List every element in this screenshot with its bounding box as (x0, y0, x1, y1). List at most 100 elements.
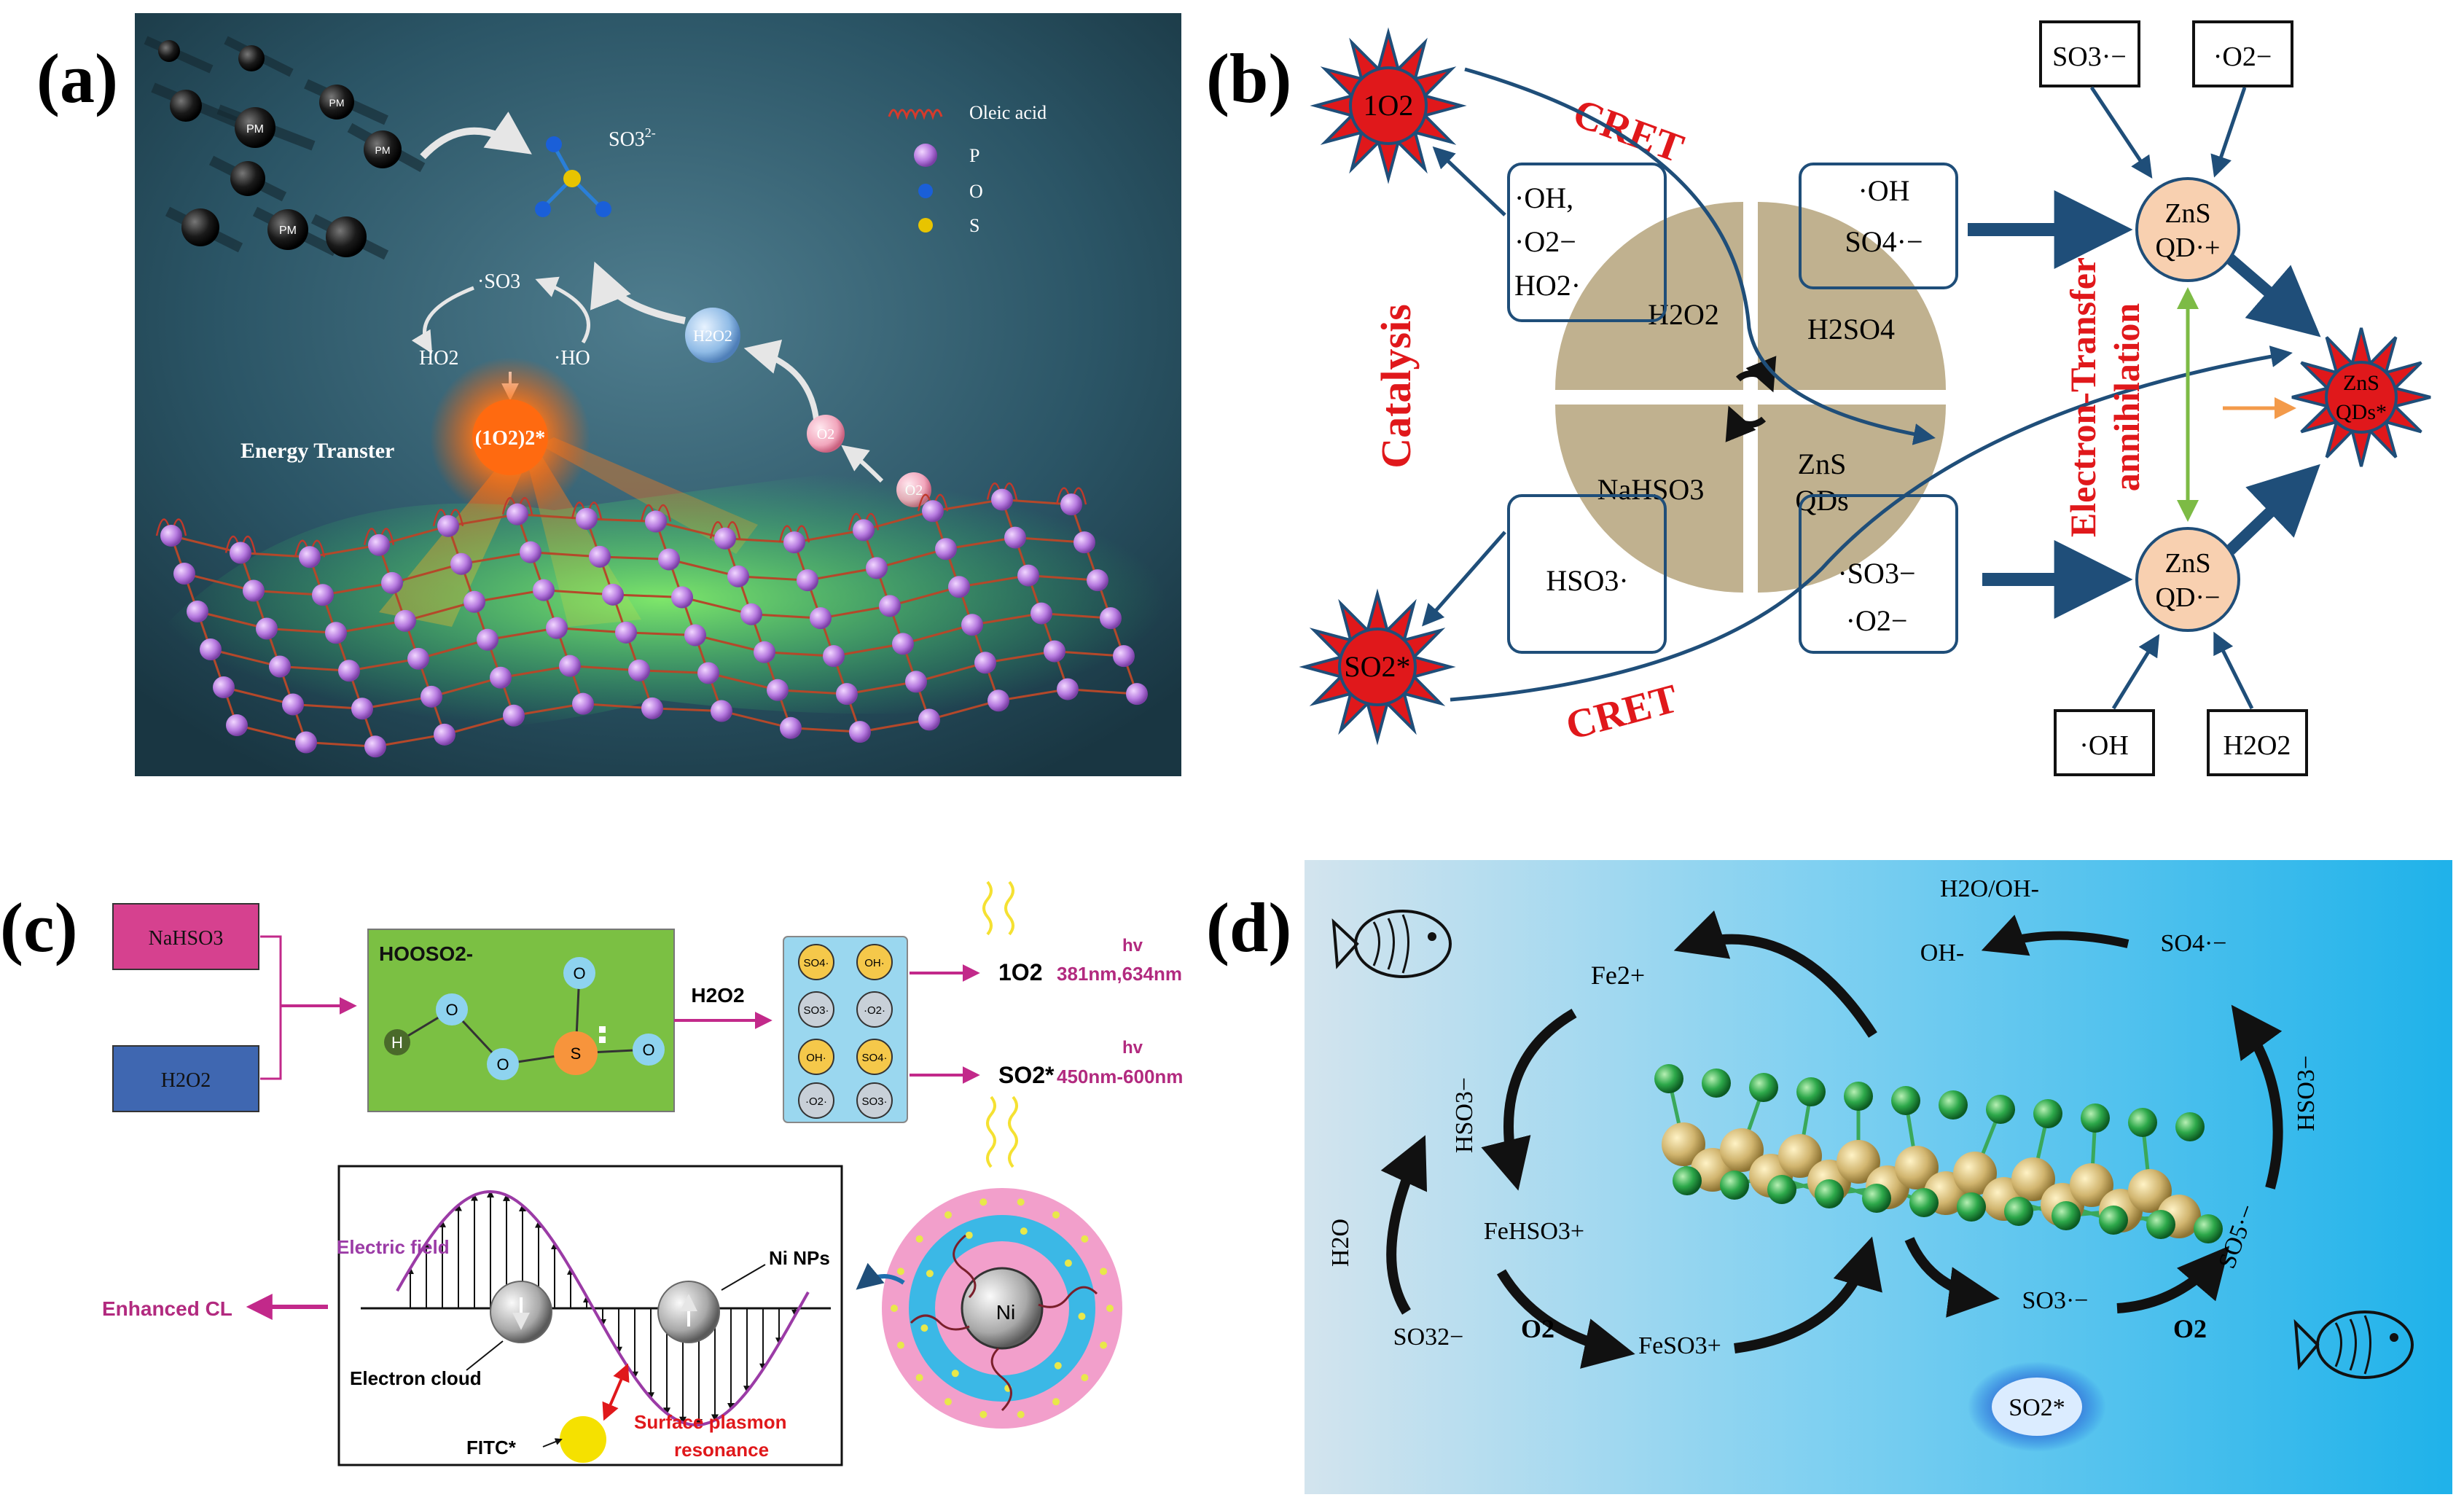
s-atom (1749, 1073, 1778, 1102)
star-qds-label: QDs* (2336, 400, 2387, 424)
box-o2-radical (2192, 20, 2293, 87)
o-atom (436, 993, 468, 1025)
p-atom (849, 721, 871, 743)
fluorophore-dot (1078, 1312, 1086, 1320)
fluorophore-dot (1106, 1305, 1114, 1312)
box-br (1799, 494, 1958, 654)
lattice-bond (378, 525, 449, 547)
lattice-bond (586, 517, 657, 523)
intermediate-label: HOOSO2- (379, 942, 473, 965)
p-atom (381, 571, 403, 594)
panel-b-label: (b) (1206, 39, 1291, 117)
star-1o2-label: 1O2 (1364, 89, 1414, 122)
d-h2o: H2O (1327, 1219, 1354, 1267)
lattice-bond (236, 724, 307, 743)
electric-field-label: Electric field (337, 1236, 450, 1258)
p-atom (853, 519, 875, 542)
p-atom (572, 692, 594, 715)
lattice-bond (513, 703, 584, 717)
p-atom (810, 607, 832, 630)
lattice-bond (612, 593, 683, 599)
p-atom (187, 601, 208, 622)
lattice-bond (556, 627, 627, 634)
thick-arrow-minus-to-star (2226, 464, 2320, 555)
h-atom (384, 1029, 410, 1055)
arrow-feso3-to-crystal (1734, 1236, 1882, 1353)
lattice-bond (889, 585, 960, 607)
svg-text:O: O (496, 1055, 509, 1074)
radical-bubble (798, 944, 834, 980)
p-atom-icon (914, 144, 937, 167)
cret-top-label: CRET (1568, 90, 1689, 171)
radical-label: SO3· (861, 1095, 887, 1108)
zns-qd-plus (2135, 177, 2240, 282)
energy-transfer-label: Energy Transter (240, 439, 394, 463)
radical-label: OH· (864, 957, 885, 969)
p-atom (740, 603, 762, 625)
s-atom (1673, 1166, 1702, 1195)
fluorophore-dot (920, 1324, 928, 1332)
box-to-so2-arrow (1422, 531, 1506, 627)
lattice-bond (738, 575, 808, 582)
s-atom (1702, 1069, 1731, 1098)
svg-text:O: O (573, 964, 585, 982)
singlet-oxygen-core (472, 399, 548, 475)
cycle-arrow-right (535, 276, 590, 344)
c-1o2-label: 1O2 (998, 959, 1042, 985)
p-atom (338, 660, 360, 682)
fluorophore-dot (1081, 1374, 1089, 1382)
star-so2-label: SO2* (1344, 650, 1410, 683)
p-atom (783, 531, 805, 554)
lattice-bond (543, 589, 614, 596)
lattice-bond (335, 620, 406, 634)
s-atom (2194, 1214, 2223, 1243)
p-atom (295, 731, 317, 754)
lattice-bond (668, 558, 739, 578)
p-atom (407, 647, 429, 670)
pm-particle (165, 206, 243, 253)
wavy-lines-top (982, 880, 1014, 936)
s-atom (1796, 1077, 1826, 1106)
p-atom (1126, 683, 1148, 706)
p-atom (615, 621, 637, 644)
hoooso2-molecule: H O O O S O (384, 957, 665, 1080)
radical-label: ·O2· (864, 1004, 885, 1017)
nahso3-label: NaHSO3 (149, 927, 224, 950)
c-so2-wavelength: 450nm-600nm (1057, 1066, 1183, 1087)
lattice-bond (794, 528, 864, 544)
radical-bubble (856, 1082, 893, 1119)
lattice-bond (833, 642, 904, 657)
p-atom (780, 716, 802, 739)
p-atom (364, 735, 386, 758)
fluorophore-dot (979, 1410, 987, 1418)
lattice-bond (790, 727, 861, 733)
pm-particles: PM PM PM PM (144, 36, 426, 260)
box-h2o2 (2207, 709, 2308, 776)
lattice-bond (348, 657, 419, 672)
p-atom (394, 609, 416, 632)
p-atom (230, 542, 251, 564)
radical-box (783, 936, 908, 1123)
arrow-fehso3-to-feso3 (1496, 1269, 1635, 1369)
p-atom (160, 525, 182, 547)
pm-particle: PM (304, 79, 388, 125)
nahso3-box (112, 903, 259, 970)
s-atom (2052, 1201, 2081, 1230)
p-atom (450, 552, 472, 575)
box-tl-line: ·O2− (1514, 225, 1576, 258)
radical-grid: SO4·OH·SO3··O2·OH·SO4··O2·SO3· (798, 944, 893, 1119)
hv-label-2: hv (1122, 1038, 1143, 1058)
p-atom (658, 548, 680, 571)
catalysis-label: Catalysis (1372, 304, 1420, 469)
s-atom (1986, 1095, 2015, 1124)
h2o2-arrow-label: H2O2 (691, 984, 744, 1007)
p-atom (200, 638, 222, 660)
o-atom (563, 957, 595, 989)
h2o2-label: H2O2 (693, 327, 732, 345)
lattice-bond (487, 627, 558, 641)
p-atom (213, 676, 235, 698)
fluorophore-dot (944, 1211, 952, 1219)
quadrant-circle (1555, 202, 1946, 593)
oleic-acid-icon (888, 109, 943, 120)
ni-nps-label: Ni NPs (769, 1247, 830, 1269)
